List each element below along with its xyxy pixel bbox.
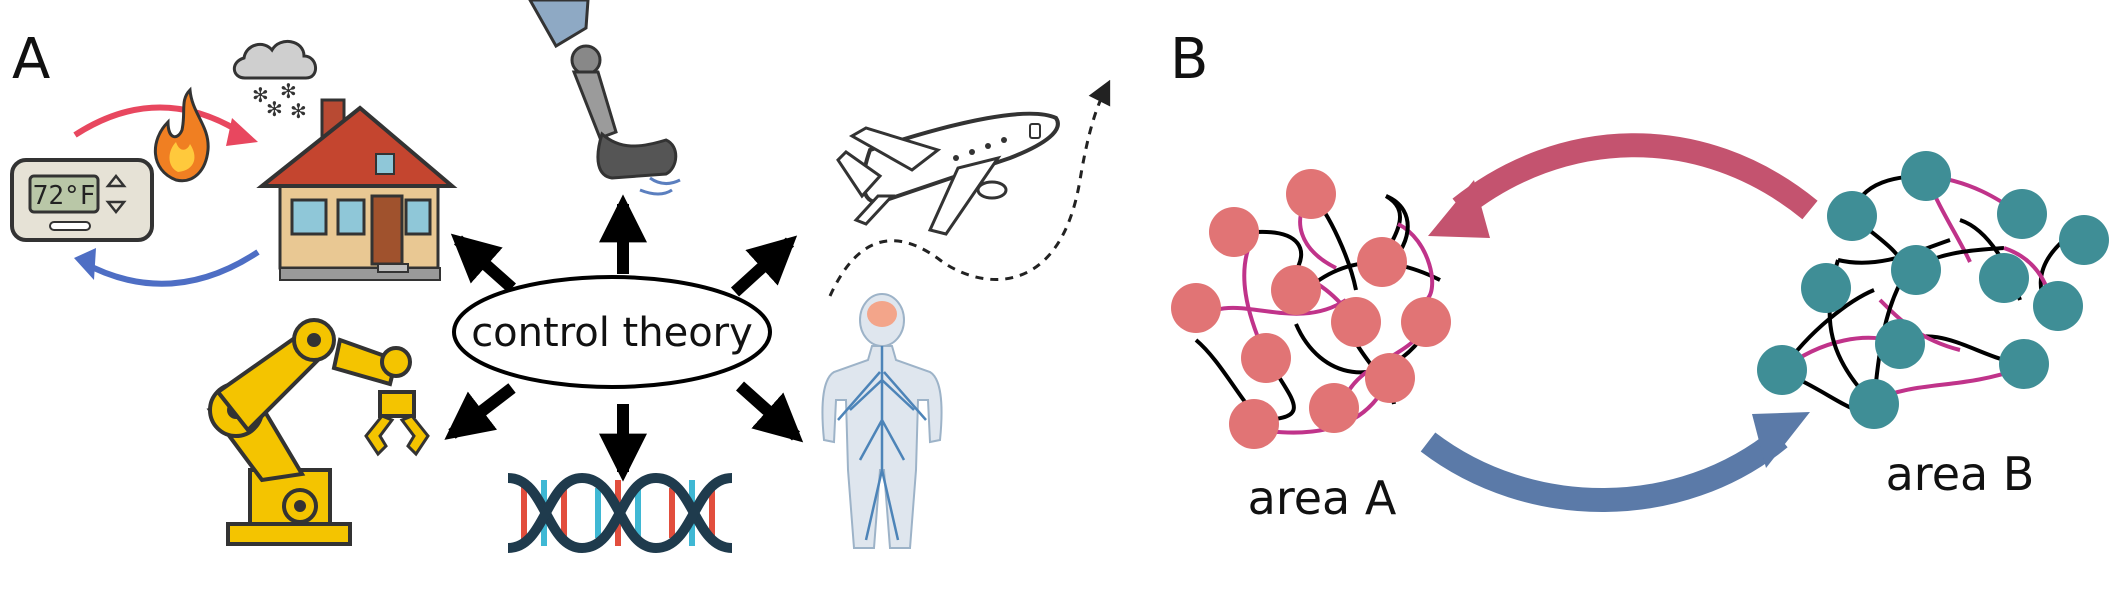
arrow-to-robot-arm — [444, 383, 516, 440]
svg-text:✻: ✻ — [280, 79, 297, 103]
panel-b-label: B — [1170, 27, 1208, 92]
control-theory-label: control theory — [471, 310, 753, 356]
flame-icon — [154, 86, 210, 183]
dna-icon — [507, 472, 733, 554]
cooling-arrowhead — [74, 248, 96, 280]
heating-arrowhead — [226, 118, 258, 146]
thermostat-reading: 72°F — [33, 181, 96, 211]
flight-path-dashed — [828, 79, 1111, 297]
arrow-to-house — [450, 233, 516, 293]
panel-a-label: A — [12, 27, 50, 92]
arrow-area-a-to-b-head — [1752, 412, 1810, 468]
arrow-to-nervous-system — [736, 381, 804, 443]
robot-arm-icon — [206, 318, 430, 546]
arrow-area-a-to-b — [1420, 428, 1788, 512]
arrow-to-airplane — [730, 235, 798, 297]
heating-arrow — [73, 104, 247, 138]
nervous-system-icon — [821, 293, 943, 549]
house-icon — [256, 98, 458, 281]
control-theory-ellipse — [452, 275, 772, 389]
area-b-label: area B — [1886, 447, 2035, 501]
arrow-area-b-to-a-head — [1428, 180, 1490, 238]
arrow-area-b-to-a — [1452, 133, 1818, 220]
airplane-icon — [836, 111, 1060, 236]
svg-text:✻: ✻ — [266, 97, 283, 121]
area-a-network — [1171, 169, 1451, 449]
area-a-label: area A — [1248, 471, 1397, 525]
cooling-arrow — [80, 249, 260, 287]
area-b-network — [1757, 151, 2109, 429]
thermostat-icon: 72°F — [10, 158, 154, 242]
prosthetic-leg-icon — [528, 0, 681, 196]
svg-text:✻: ✻ — [290, 99, 307, 123]
snow-cloud-icon: ✻ ✻ ✻ ✻ — [232, 40, 317, 123]
svg-text:✻: ✻ — [252, 83, 269, 107]
